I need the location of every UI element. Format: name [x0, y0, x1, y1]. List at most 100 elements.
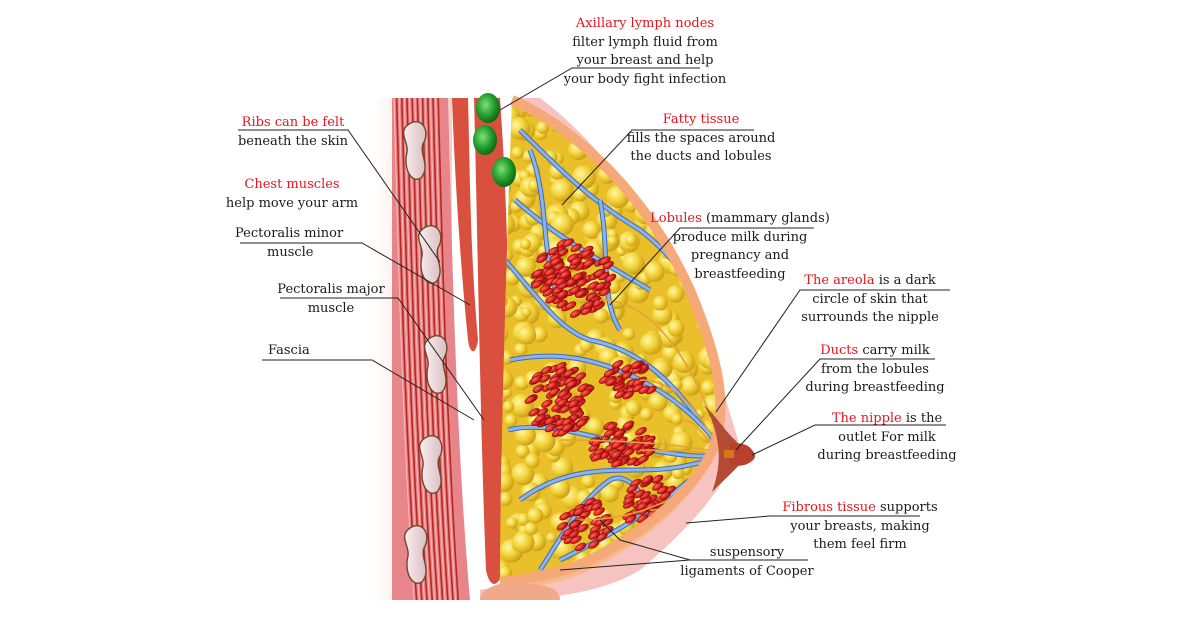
- label-fibrous-title: Fibrous tissue: [782, 500, 876, 515]
- fat-cell: [581, 474, 596, 489]
- leader-ribs: [238, 129, 441, 263]
- lobule-cell: [562, 527, 574, 537]
- lobule-cell: [606, 422, 618, 431]
- fat-cell: [557, 100, 574, 109]
- fat-cell: [714, 306, 721, 319]
- label-ducts-title: Ducts: [820, 343, 859, 358]
- lobule-cell: [651, 474, 664, 484]
- fat-cell: [713, 166, 721, 185]
- label-pectoralis-minor-line-2: muscle: [267, 244, 314, 260]
- leader-fibrous: [685, 515, 920, 524]
- lobule-cell: [656, 485, 669, 495]
- fat-cell: [697, 183, 721, 207]
- lobule-cell: [630, 360, 643, 370]
- fat-cell: [685, 180, 699, 194]
- lobule-cell: [635, 427, 647, 436]
- fat-cell: [649, 174, 663, 188]
- fat-cell: [582, 100, 596, 110]
- leader-pectoralis-major: [280, 297, 485, 421]
- fat-cell: [648, 391, 668, 412]
- lobule-cell: [625, 515, 637, 524]
- label-nipple-title: The nipple: [831, 411, 902, 426]
- leader-axillary: [499, 67, 700, 111]
- fat-cell: [506, 516, 518, 529]
- lobule-cell: [539, 284, 551, 293]
- lobule-cell: [590, 453, 603, 462]
- fat-cell: [667, 192, 683, 208]
- label-ribs: Ribs can be felt beneath the skin: [228, 114, 358, 151]
- fat-cell: [670, 431, 693, 454]
- lobule-cell: [569, 285, 581, 295]
- fat-cell: [711, 100, 721, 109]
- fat-cell: [715, 341, 721, 353]
- fat-cell: [671, 413, 683, 425]
- fat-cell: [640, 407, 653, 421]
- label-fibrous-tissue: Fibrous tissue supports your breasts, ma…: [776, 499, 944, 555]
- lobule-cell: [554, 277, 567, 286]
- label-suspensory-ligaments: suspensory ligaments of Cooper: [672, 544, 822, 581]
- fat-cell: [666, 285, 685, 303]
- fat-cell: [682, 187, 694, 199]
- label-lobules-rest: (mammary glands): [701, 211, 830, 226]
- lobule-cell: [536, 254, 548, 264]
- fat-cell: [512, 531, 535, 554]
- leader-lobules: [609, 227, 814, 306]
- lobule-cell: [559, 270, 571, 279]
- fat-cell: [514, 342, 528, 357]
- lobule-cell: [626, 484, 638, 493]
- lobule-cell: [614, 390, 626, 399]
- leader-fascia: [262, 359, 475, 421]
- fat-cell: [605, 126, 617, 138]
- fat-cell: [527, 507, 544, 524]
- nipple-duct-opening: [724, 450, 734, 458]
- fat-cell: [550, 178, 574, 202]
- lobule-cell: [530, 375, 542, 384]
- label-areola-title: The areola: [804, 273, 875, 288]
- leader-lines: [238, 67, 950, 571]
- connective-tissue: [519, 456, 721, 502]
- label-fascia: Fascia: [268, 342, 310, 361]
- lobule-cell: [593, 268, 606, 278]
- fat-cell: [604, 100, 618, 111]
- lobule-cell: [583, 300, 595, 310]
- lobule-cell: [575, 418, 588, 428]
- leader-pectoralis-minor: [240, 242, 471, 306]
- fat-cell: [511, 462, 535, 486]
- fat-cell: [546, 532, 557, 543]
- lobule-cell: [556, 398, 568, 407]
- label-axillary-line-3: your body fight infection: [563, 71, 727, 87]
- label-areola-rest: is a dark: [874, 273, 936, 288]
- label-ribs-title: Ribs can be felt: [241, 115, 345, 130]
- fat-cell: [718, 496, 721, 518]
- lobule-cell: [524, 395, 536, 404]
- lobule-cell: [622, 390, 634, 400]
- lobule-cell: [638, 385, 650, 395]
- lobule-cell: [546, 381, 558, 390]
- fat-cell: [502, 400, 515, 413]
- lobule-cell: [563, 368, 575, 378]
- label-lobules-title: Lobules: [650, 211, 702, 226]
- lobule-cell: [573, 507, 585, 516]
- lobule-cell: [641, 475, 653, 484]
- label-pectoralis-major: Pectoralis major muscle: [272, 281, 390, 318]
- label-ducts-line-1: from the lobules: [821, 361, 929, 377]
- label-fibrous-line-2: them feel firm: [813, 537, 907, 552]
- label-pectoralis-major-line-2: muscle: [307, 300, 355, 316]
- lobule-cell: [580, 388, 592, 397]
- lobule-cell: [588, 531, 600, 540]
- lobule-cell: [580, 249, 593, 258]
- lobule-cell: [547, 246, 560, 256]
- label-areola-line-2: surrounds the nipple: [801, 310, 939, 325]
- label-nipple-line-1: outlet For milk: [838, 429, 936, 445]
- lobule-cell: [610, 450, 623, 459]
- lobule-cell: [602, 526, 614, 535]
- label-axillary-line-2: your breast and help: [576, 53, 714, 68]
- lobule-cell: [605, 377, 617, 386]
- rib: [423, 335, 448, 394]
- lobule-cell: [561, 423, 574, 432]
- label-lobules: Lobules (mammary glands) produce milk du…: [650, 210, 830, 284]
- label-chest-muscles: Chest muscles help move your arm: [222, 176, 362, 213]
- lobule-cell: [623, 496, 635, 505]
- fat-cell: [667, 319, 685, 337]
- rib: [402, 121, 427, 180]
